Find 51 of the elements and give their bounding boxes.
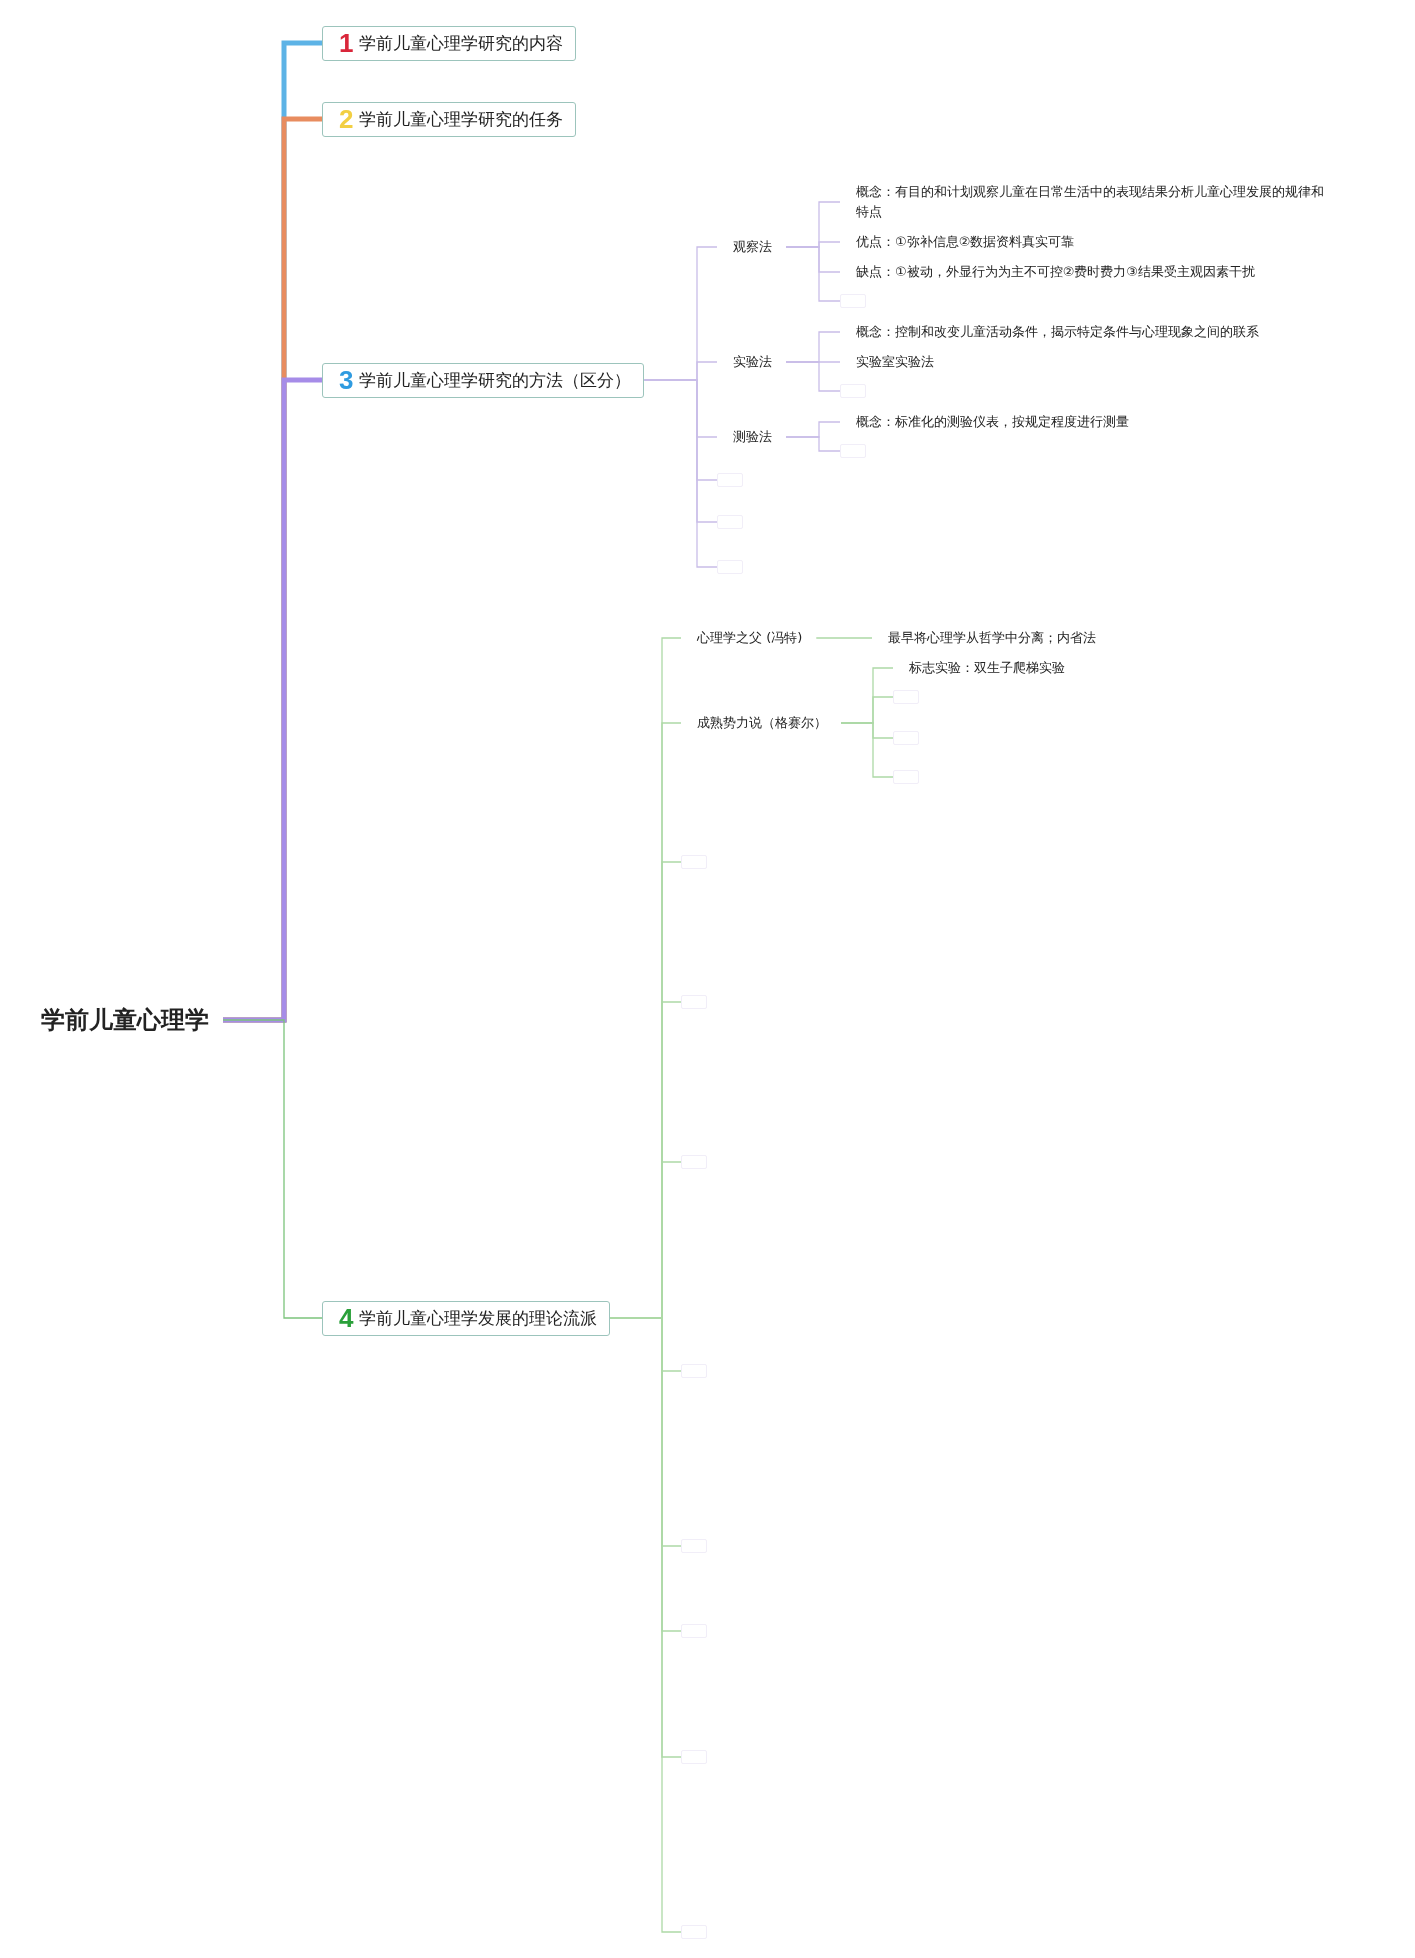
subtopic-text: 成熟势力说（格赛尔） xyxy=(681,712,841,734)
topic-number: 1 xyxy=(339,27,354,59)
subtopic-text: 标志实验：双生子爬梯实验 xyxy=(893,657,1079,679)
subtopic-text: 实验室实验法 xyxy=(840,351,948,373)
subtopic-text: 缺点：①被动，外显行为为主不可控②费时费力③结果受主观因素干扰 xyxy=(840,261,1269,283)
topic-number: 3 xyxy=(339,364,354,396)
empty-topic-box xyxy=(681,1364,707,1378)
topic-number: 2 xyxy=(339,103,354,135)
empty-topic-box xyxy=(681,855,707,869)
subtopic-text: 观察法 xyxy=(717,236,786,258)
topic-label: 学前儿童心理学研究的内容 xyxy=(359,31,564,55)
empty-topic-box xyxy=(681,1155,707,1169)
empty-topic-box xyxy=(717,473,743,487)
empty-topic-box xyxy=(681,1539,707,1553)
subtopic-text: 概念：有目的和计划观察儿童在日常生活中的表现结果分析儿童心理发展的规律和特点 xyxy=(840,180,1340,224)
topic-box xyxy=(322,101,577,137)
empty-topic-box xyxy=(681,995,707,1009)
empty-topic-box xyxy=(893,770,919,784)
branch-line xyxy=(815,637,873,639)
topic-box xyxy=(322,1300,611,1336)
topic-label: 学前儿童心理学研究的方法（区分） xyxy=(359,368,632,392)
branch-line xyxy=(785,361,841,392)
empty-topic-box xyxy=(840,294,866,308)
topic-label: 学前儿童心理学研究的任务 xyxy=(359,107,564,131)
empty-topic-box xyxy=(681,1925,707,1939)
subtopic-text: 最早将心理学从哲学中分离；内省法 xyxy=(872,627,1110,649)
empty-topic-box xyxy=(681,1624,707,1638)
branch-line xyxy=(785,436,841,452)
subtopic-text: 心理学之父 (冯特) xyxy=(681,627,817,649)
empty-topic-box xyxy=(893,731,919,745)
empty-topic-box xyxy=(840,444,866,458)
subtopic-text: 概念：控制和改变儿童活动条件，揭示特定条件与心理现象之间的联系 xyxy=(840,321,1273,343)
empty-topic-box xyxy=(840,384,866,398)
branch-line xyxy=(840,722,894,778)
empty-topic-box xyxy=(717,560,743,574)
subtopic-text: 测验法 xyxy=(717,426,786,448)
central-topic: 学前儿童心理学 xyxy=(41,1004,223,1036)
branch-line xyxy=(785,246,841,302)
subtopic-text: 概念：标准化的测验仪表，按规定程度进行测量 xyxy=(840,411,1143,433)
branch-line xyxy=(223,377,322,1023)
topic-box xyxy=(322,25,577,61)
branch-line xyxy=(643,379,718,568)
topic-label: 学前儿童心理学发展的理论流派 xyxy=(359,1306,598,1330)
empty-topic-box xyxy=(893,690,919,704)
branch-line xyxy=(222,1019,323,1319)
topic-number: 4 xyxy=(339,1302,354,1334)
topic-box xyxy=(322,362,645,398)
subtopic-text: 优点：①弥补信息②数据资料真实可靠 xyxy=(840,231,1089,253)
empty-topic-box xyxy=(717,515,743,529)
empty-topic-box xyxy=(681,1750,707,1764)
subtopic-text: 实验法 xyxy=(717,351,786,373)
